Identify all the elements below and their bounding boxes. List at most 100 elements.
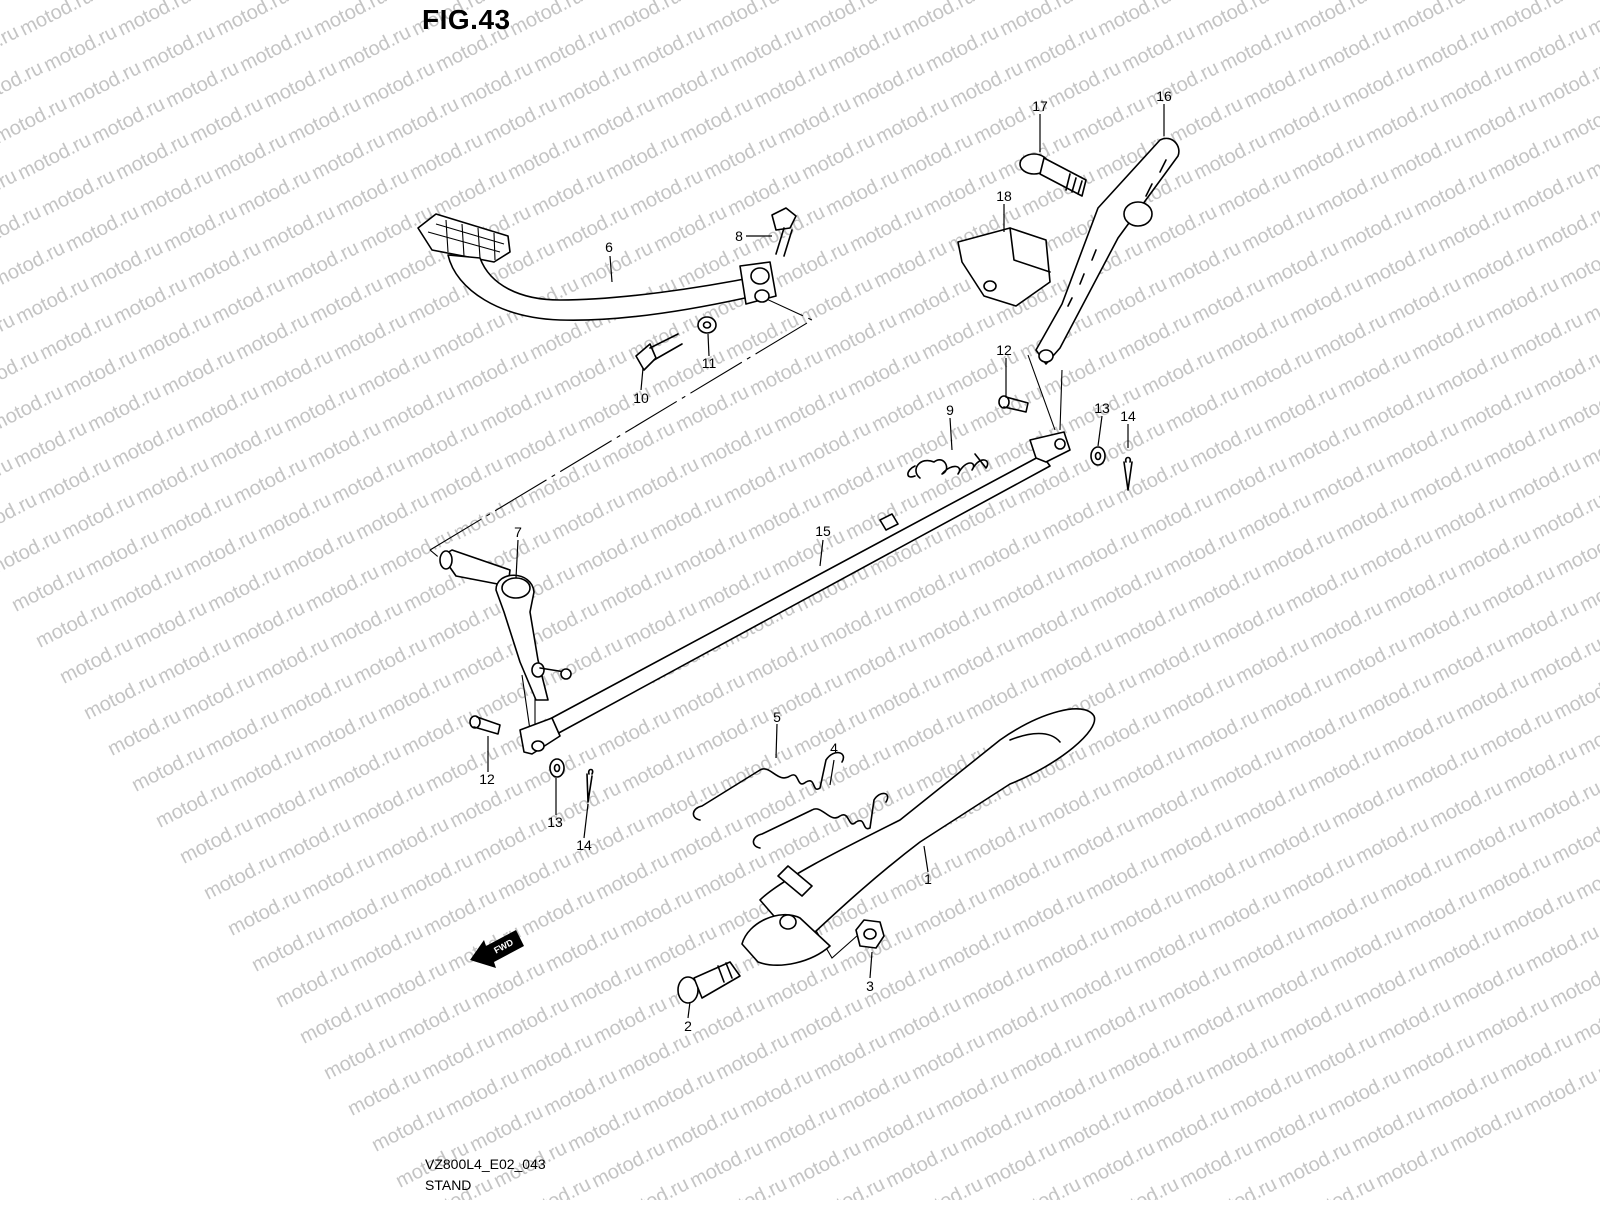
watermark-text: motod.ru xyxy=(394,993,474,1048)
watermark-text: motod.ru xyxy=(1056,957,1136,1012)
watermark-text: motod.ru xyxy=(1452,669,1532,724)
watermark-text: motod.ru xyxy=(112,129,192,184)
watermark-text: motod.ru xyxy=(1522,921,1600,976)
watermark-text: motod.ru xyxy=(40,21,120,76)
watermark-text: motod.ru xyxy=(1260,381,1340,436)
watermark-text: motod.ru xyxy=(1448,957,1528,1012)
watermark-text: motod.ru xyxy=(1480,417,1560,472)
watermark-text: motod.ru xyxy=(1304,741,1384,796)
watermark-text: motod.ru xyxy=(1264,93,1344,148)
watermark-text: motod.ru xyxy=(1348,1101,1428,1156)
cotter-pin-14-upper-part xyxy=(1123,456,1133,491)
watermark-text: motod.ru xyxy=(662,1101,742,1156)
watermark-text: motod.ru xyxy=(302,561,382,616)
watermark-text: motod.ru xyxy=(350,633,430,688)
watermark-text: motod.ru xyxy=(1456,381,1536,436)
watermark-text: motod.ru xyxy=(626,165,706,220)
watermark-text: motod.ru xyxy=(1380,561,1460,616)
watermark-text: motod.ru xyxy=(130,597,210,652)
watermark-text: motod.ru xyxy=(1044,57,1124,112)
watermark-text: motod.ru xyxy=(816,597,896,652)
watermark-text: motod.ru xyxy=(740,777,820,832)
watermark-text: motod.ru xyxy=(1080,993,1160,1048)
watermark-text: motod.ru xyxy=(230,453,310,508)
washer-13-lower-part xyxy=(549,758,565,778)
watermark-text: motod.ru xyxy=(226,741,306,796)
watermark-text: motod.ru xyxy=(1362,93,1442,148)
watermark-text: motod.ru xyxy=(82,525,162,580)
watermark-text: motod.ru xyxy=(1282,561,1362,616)
watermark-text: motod.ru xyxy=(1330,633,1410,688)
watermark-text: motod.ru xyxy=(1214,165,1294,220)
watermark-text: motod.ru xyxy=(250,777,330,832)
watermark-text: motod.ru xyxy=(430,165,510,220)
watermark-text: motod.ru xyxy=(12,273,92,328)
watermark-text: motod.ru xyxy=(282,237,362,292)
watermark-text: motod.ru xyxy=(80,669,160,724)
watermark-text: motod.ru xyxy=(890,561,970,616)
watermark-text: motod.ru xyxy=(330,309,410,364)
watermark-text: motod.ru xyxy=(1446,1101,1526,1156)
watermark-text: motod.ru xyxy=(180,525,260,580)
watermark-text: motod.ru xyxy=(1130,921,1210,976)
watermark-text: motod.ru xyxy=(106,561,186,616)
pin-12-lower-part xyxy=(469,715,501,735)
brake-pedal-part xyxy=(417,213,777,322)
watermark-text: motod.ru xyxy=(1206,741,1286,796)
watermark-text: motod.ru xyxy=(720,453,800,508)
watermark-text: motod.ru xyxy=(750,57,830,112)
watermark-text: motod.ru xyxy=(628,21,708,76)
watermark-text: motod.ru xyxy=(422,741,502,796)
watermark-text: motod.ru xyxy=(892,417,972,472)
watermark-text: motod.ru xyxy=(592,849,672,904)
watermark-text: motod.ru xyxy=(456,57,536,112)
watermark-text: motod.ru xyxy=(1426,777,1506,832)
callout-17: 17 xyxy=(1032,98,1048,114)
spring-4-part xyxy=(752,792,889,849)
washer-13-upper-part xyxy=(1090,446,1106,466)
washer-11-part xyxy=(697,316,717,334)
brake-arm-part xyxy=(439,549,572,701)
watermark-text: motod.ru xyxy=(716,741,796,796)
watermark-text: motod.ru xyxy=(476,381,556,436)
watermark-text: motod.ru xyxy=(818,453,898,508)
watermark-text: motod.ru xyxy=(1482,273,1562,328)
watermark-text: motod.ru xyxy=(834,1065,914,1120)
callout-labels: 1 2 3 4 5 6 7 8 9 10 11 12 12 13 13 14 1… xyxy=(479,88,1172,1034)
watermark-text: motod.ru xyxy=(528,165,608,220)
watermark-text: motod.ru xyxy=(86,237,166,292)
watermark-text: motod.ru xyxy=(1006,1029,1086,1084)
watermark-text: motod.ru xyxy=(1184,561,1264,616)
watermark-text: motod.ru xyxy=(426,453,506,508)
watermark-text: motod.ru xyxy=(34,453,114,508)
watermark-text: motod.ru xyxy=(1524,777,1600,832)
watermark-text: motod.ru xyxy=(128,741,208,796)
watermark-text: motod.ru xyxy=(276,669,356,724)
watermark-text: motod.ru xyxy=(1058,813,1138,868)
watermark-text: motod.ru xyxy=(1432,345,1512,400)
watermark-text: motod.ru xyxy=(108,417,188,472)
watermark-text: motod.ru xyxy=(406,129,486,184)
watermark-text: motod.ru xyxy=(1154,957,1234,1012)
watermark-text: motod.ru xyxy=(64,57,144,112)
watermark-text: motod.ru xyxy=(1114,309,1194,364)
callout-1: 1 xyxy=(924,871,932,887)
watermark-text: motod.ru xyxy=(38,165,118,220)
watermark-text: motod.ru xyxy=(1108,741,1188,796)
watermark-text: motod.ru xyxy=(1306,597,1386,652)
spring-5-part xyxy=(692,751,845,821)
watermark-text: motod.ru xyxy=(1288,129,1368,184)
watermark-text: motod.ru xyxy=(1338,57,1418,112)
watermark-text: motod.ru xyxy=(590,993,670,1048)
pivot-bolt-2-part xyxy=(677,961,741,1004)
watermark-text: motod.ru xyxy=(1054,1101,1134,1156)
watermark-text: motod.ru xyxy=(60,345,140,400)
watermark-text: motod.ru xyxy=(1084,705,1164,760)
watermark-text: motod.ru xyxy=(962,669,1042,724)
watermark-text: motod.ru xyxy=(1032,921,1112,976)
watermark-text: motod.ru xyxy=(1216,21,1296,76)
watermark-text: motod.ru xyxy=(14,129,94,184)
callout-18: 18 xyxy=(996,188,1012,204)
watermark-text: motod.ru xyxy=(670,525,750,580)
watermark-text: motod.ru xyxy=(374,669,454,724)
